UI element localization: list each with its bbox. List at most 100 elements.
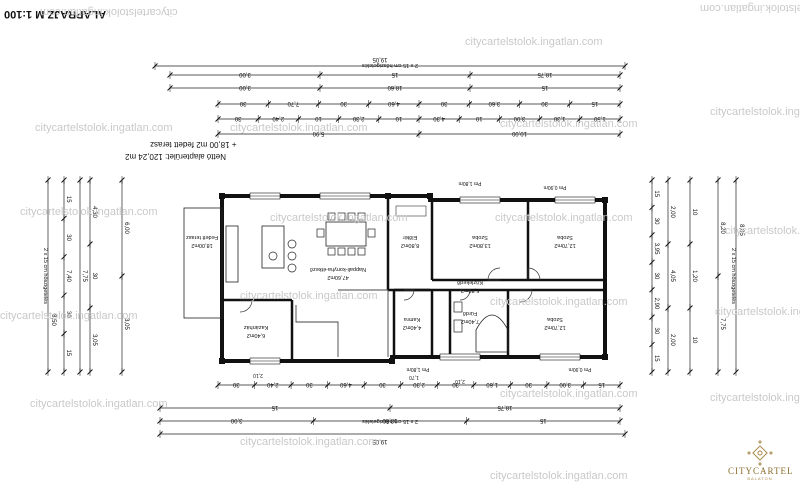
column-post: [427, 193, 433, 199]
kitchen-island: [261, 225, 285, 269]
room-name: Kamra: [403, 316, 420, 322]
kitchen-counter: [225, 225, 239, 283]
dim-label: 6,00: [123, 222, 129, 234]
dim-label: 30: [65, 234, 71, 241]
dim-label: 7,70: [287, 100, 299, 106]
dim-label: 15: [653, 190, 659, 197]
dim-label: 10: [315, 115, 322, 121]
dim-label: 30: [305, 381, 312, 387]
opening-label: Pm 1,80m: [407, 366, 430, 372]
room-area: 6,40m2: [247, 332, 265, 338]
room-area: 7,40m2: [461, 318, 479, 324]
watermark: citycartelstolok.ingatlan.com: [500, 388, 638, 400]
dim-label: 7,75: [719, 318, 725, 330]
logo-emblem-icon: [747, 440, 773, 466]
room-name: Fürdő: [463, 310, 477, 316]
dim-label: 10,00: [511, 130, 527, 136]
watermark: citycartelstolok.ingatlan.com: [0, 310, 138, 322]
dim-label: 4,60: [387, 100, 399, 106]
dim-label: 3,00: [239, 84, 251, 90]
chair: [327, 247, 336, 256]
dim-label: 8,05: [738, 224, 744, 236]
column-post: [602, 197, 608, 203]
watermark: citycartelstolok.ingatlan.com: [725, 225, 800, 237]
watermark: citycartelstolok.ingatlan.com: [490, 470, 628, 482]
watermark: citycartelstolok.ingatlan.com: [35, 122, 173, 134]
dim-label: 4,30: [91, 206, 97, 218]
dim-label: 3,00: [239, 71, 251, 77]
room-label-furdo: Fürdő 7,40m2: [461, 310, 479, 324]
room-name: Szoba: [471, 234, 488, 240]
dim-label: 7,75: [81, 270, 87, 282]
dim-label: 30: [452, 381, 459, 387]
dim-label: 3,60: [488, 100, 500, 106]
dim-label: 1,20: [691, 270, 697, 282]
watermark: citycartelstolok.ingatlan.com: [500, 118, 638, 130]
dim-label: 2 x 15 cm hőszigetelés: [362, 62, 418, 68]
room-name: Nappali-konyha-étkező: [310, 266, 366, 272]
dim-label: 3,05: [91, 334, 97, 346]
watermark: citycartelstolok.ingatlan.com: [270, 212, 408, 224]
opening-label: Pm 1,80m: [459, 180, 482, 186]
dim-label: 2,40: [272, 115, 284, 121]
dim-label: 30: [65, 311, 71, 318]
dim-label: 2,30: [413, 381, 425, 387]
watermark: citycartelstolok.ingatlan.com: [715, 306, 800, 318]
room-label-kozlekedo: Közlekedő 5,80m2: [457, 279, 483, 293]
chair: [327, 212, 336, 221]
dim-label: 2,00: [669, 334, 675, 346]
dim-label: 18,75: [497, 404, 513, 410]
opening-label: 2,10: [455, 378, 465, 384]
dim-label: 18,75: [537, 71, 553, 77]
column-post: [219, 193, 225, 199]
room-name: Szoba: [556, 234, 573, 240]
door-swing: [519, 289, 533, 303]
dim-label: 30: [653, 273, 659, 280]
dim-label: 30: [440, 100, 447, 106]
dim-label: 15: [541, 84, 548, 90]
dim-label: 3,95: [653, 243, 659, 255]
watermark: citycartelstolok.ingatlan.com: [20, 206, 158, 218]
chair: [357, 212, 366, 221]
bar-stool: [287, 239, 297, 249]
dim-label: 1,60: [486, 381, 498, 387]
dim-label: 19,05: [372, 56, 388, 62]
dim-label: 19,05: [372, 438, 388, 444]
room-area: 12,70m2: [554, 242, 575, 248]
dim-label: 4,30: [433, 115, 445, 121]
dim-label: 2,30: [352, 115, 364, 121]
dim-label: 15: [653, 355, 659, 362]
watermark: citycartelstolok.ingatlan.com: [30, 398, 168, 410]
dim-label: 2 x 15 cm hőszigetelés: [42, 248, 48, 304]
dim-label: 18,60: [387, 84, 403, 90]
chair: [357, 247, 366, 256]
watermark: citycartelstolok.ingatlan.com: [700, 2, 800, 14]
dim-label: 15: [598, 381, 605, 387]
watermark: citycartelstolok.ingatlan.com: [240, 436, 378, 448]
dim-label: 3,00: [559, 381, 571, 387]
room-area: 13,80m2: [469, 242, 490, 248]
opening-label: Pm 0,90m: [569, 366, 592, 372]
dim-label: 30: [232, 381, 239, 387]
dim-label: 30: [378, 381, 385, 387]
dim-label: 3,00: [513, 115, 525, 121]
column-post: [602, 354, 608, 360]
washbasin: [453, 301, 463, 313]
dim-label: 30: [541, 100, 548, 106]
partition: [295, 305, 339, 357]
room-name: Kazánház: [244, 324, 269, 330]
room-area: 5,80m2: [461, 287, 479, 293]
dim-label: 10: [395, 115, 402, 121]
dim-label: 2,90: [653, 298, 659, 310]
room-label-szoba1: Szoba 13,80m2: [469, 234, 490, 248]
room-name: Közlekedő: [457, 279, 483, 285]
dining-table: [325, 221, 367, 247]
area-note-2: + 18,00 m2 fedett terasz: [150, 140, 237, 149]
